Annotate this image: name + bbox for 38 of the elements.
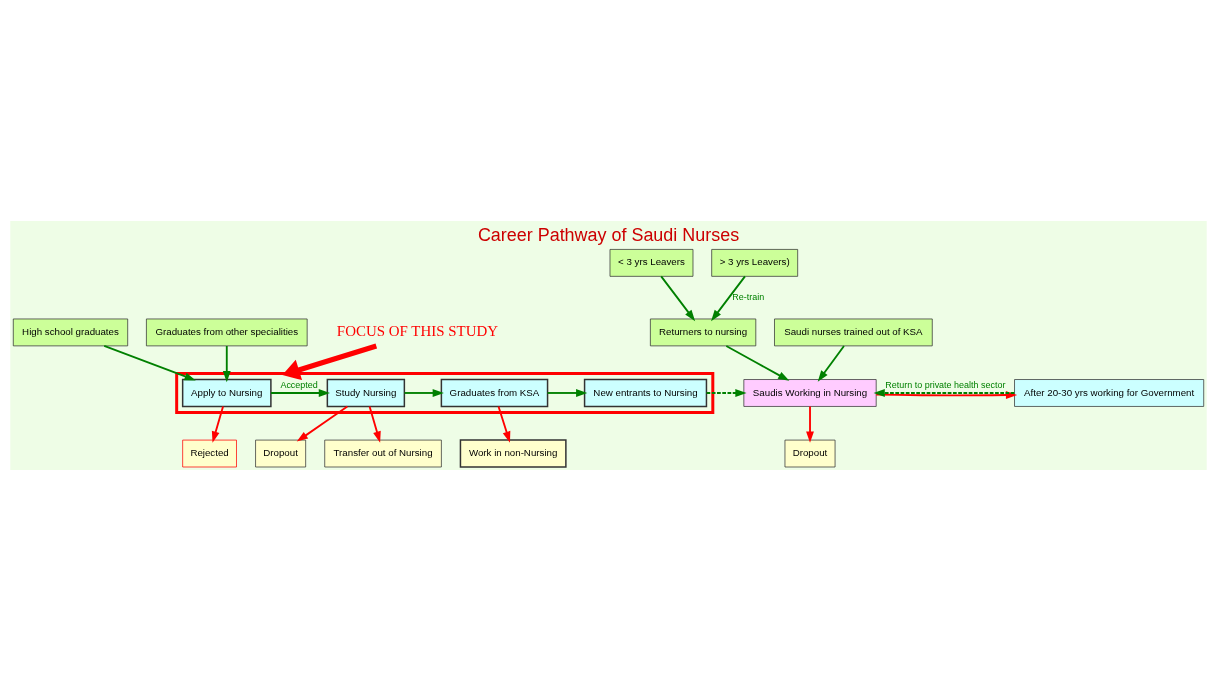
node-box: Saudis Working in Nursing [743, 378, 877, 407]
node-box: Dropout [784, 439, 836, 467]
node-box: Transfer out of Nursing [324, 439, 442, 467]
edge-label: Return to private health sector [885, 379, 1006, 390]
arrow [711, 275, 746, 321]
node-box: Study Nursing [326, 378, 406, 407]
node-box: New entrants to Nursing [583, 378, 708, 407]
node-box: Graduates from other specialities [146, 318, 308, 346]
arrow [817, 344, 845, 382]
arrow [103, 344, 196, 381]
arrow [546, 388, 588, 397]
edge-label: Accepted [280, 379, 318, 390]
arrow [403, 388, 444, 397]
arrow [725, 344, 790, 381]
node-box: Graduates from KSA [440, 378, 549, 407]
node-box: > 3 yrs Leavers) [711, 248, 799, 277]
node-box: High school graduates [12, 318, 129, 346]
arrow [660, 275, 696, 321]
node-box: Returners to nursing [650, 318, 757, 346]
diagram-title: Career Pathway of Saudi Nurses [477, 224, 740, 245]
arrow [282, 342, 378, 380]
arrow [222, 344, 231, 382]
arrow [211, 405, 224, 443]
node-box: After 20-30 yrs working for Government [1014, 378, 1205, 407]
arrow [270, 388, 330, 397]
arrow [497, 405, 511, 443]
node-box: Dropout [255, 439, 307, 467]
node-box: < 3 yrs Leavers [609, 248, 694, 277]
node-text: FOCUS OF THIS STUDY [336, 322, 499, 339]
node-box: Saudi nurses trained out of KSA [774, 318, 933, 346]
arrow [806, 405, 814, 443]
edge-label: Re-train [732, 291, 765, 302]
node-box: Work in non-Nursing [459, 438, 567, 468]
arrow [705, 388, 747, 397]
arrow [296, 405, 349, 442]
arrow [368, 405, 381, 443]
node-box: Rejected [182, 439, 237, 467]
node-box: Apply to Nursing [181, 378, 272, 407]
